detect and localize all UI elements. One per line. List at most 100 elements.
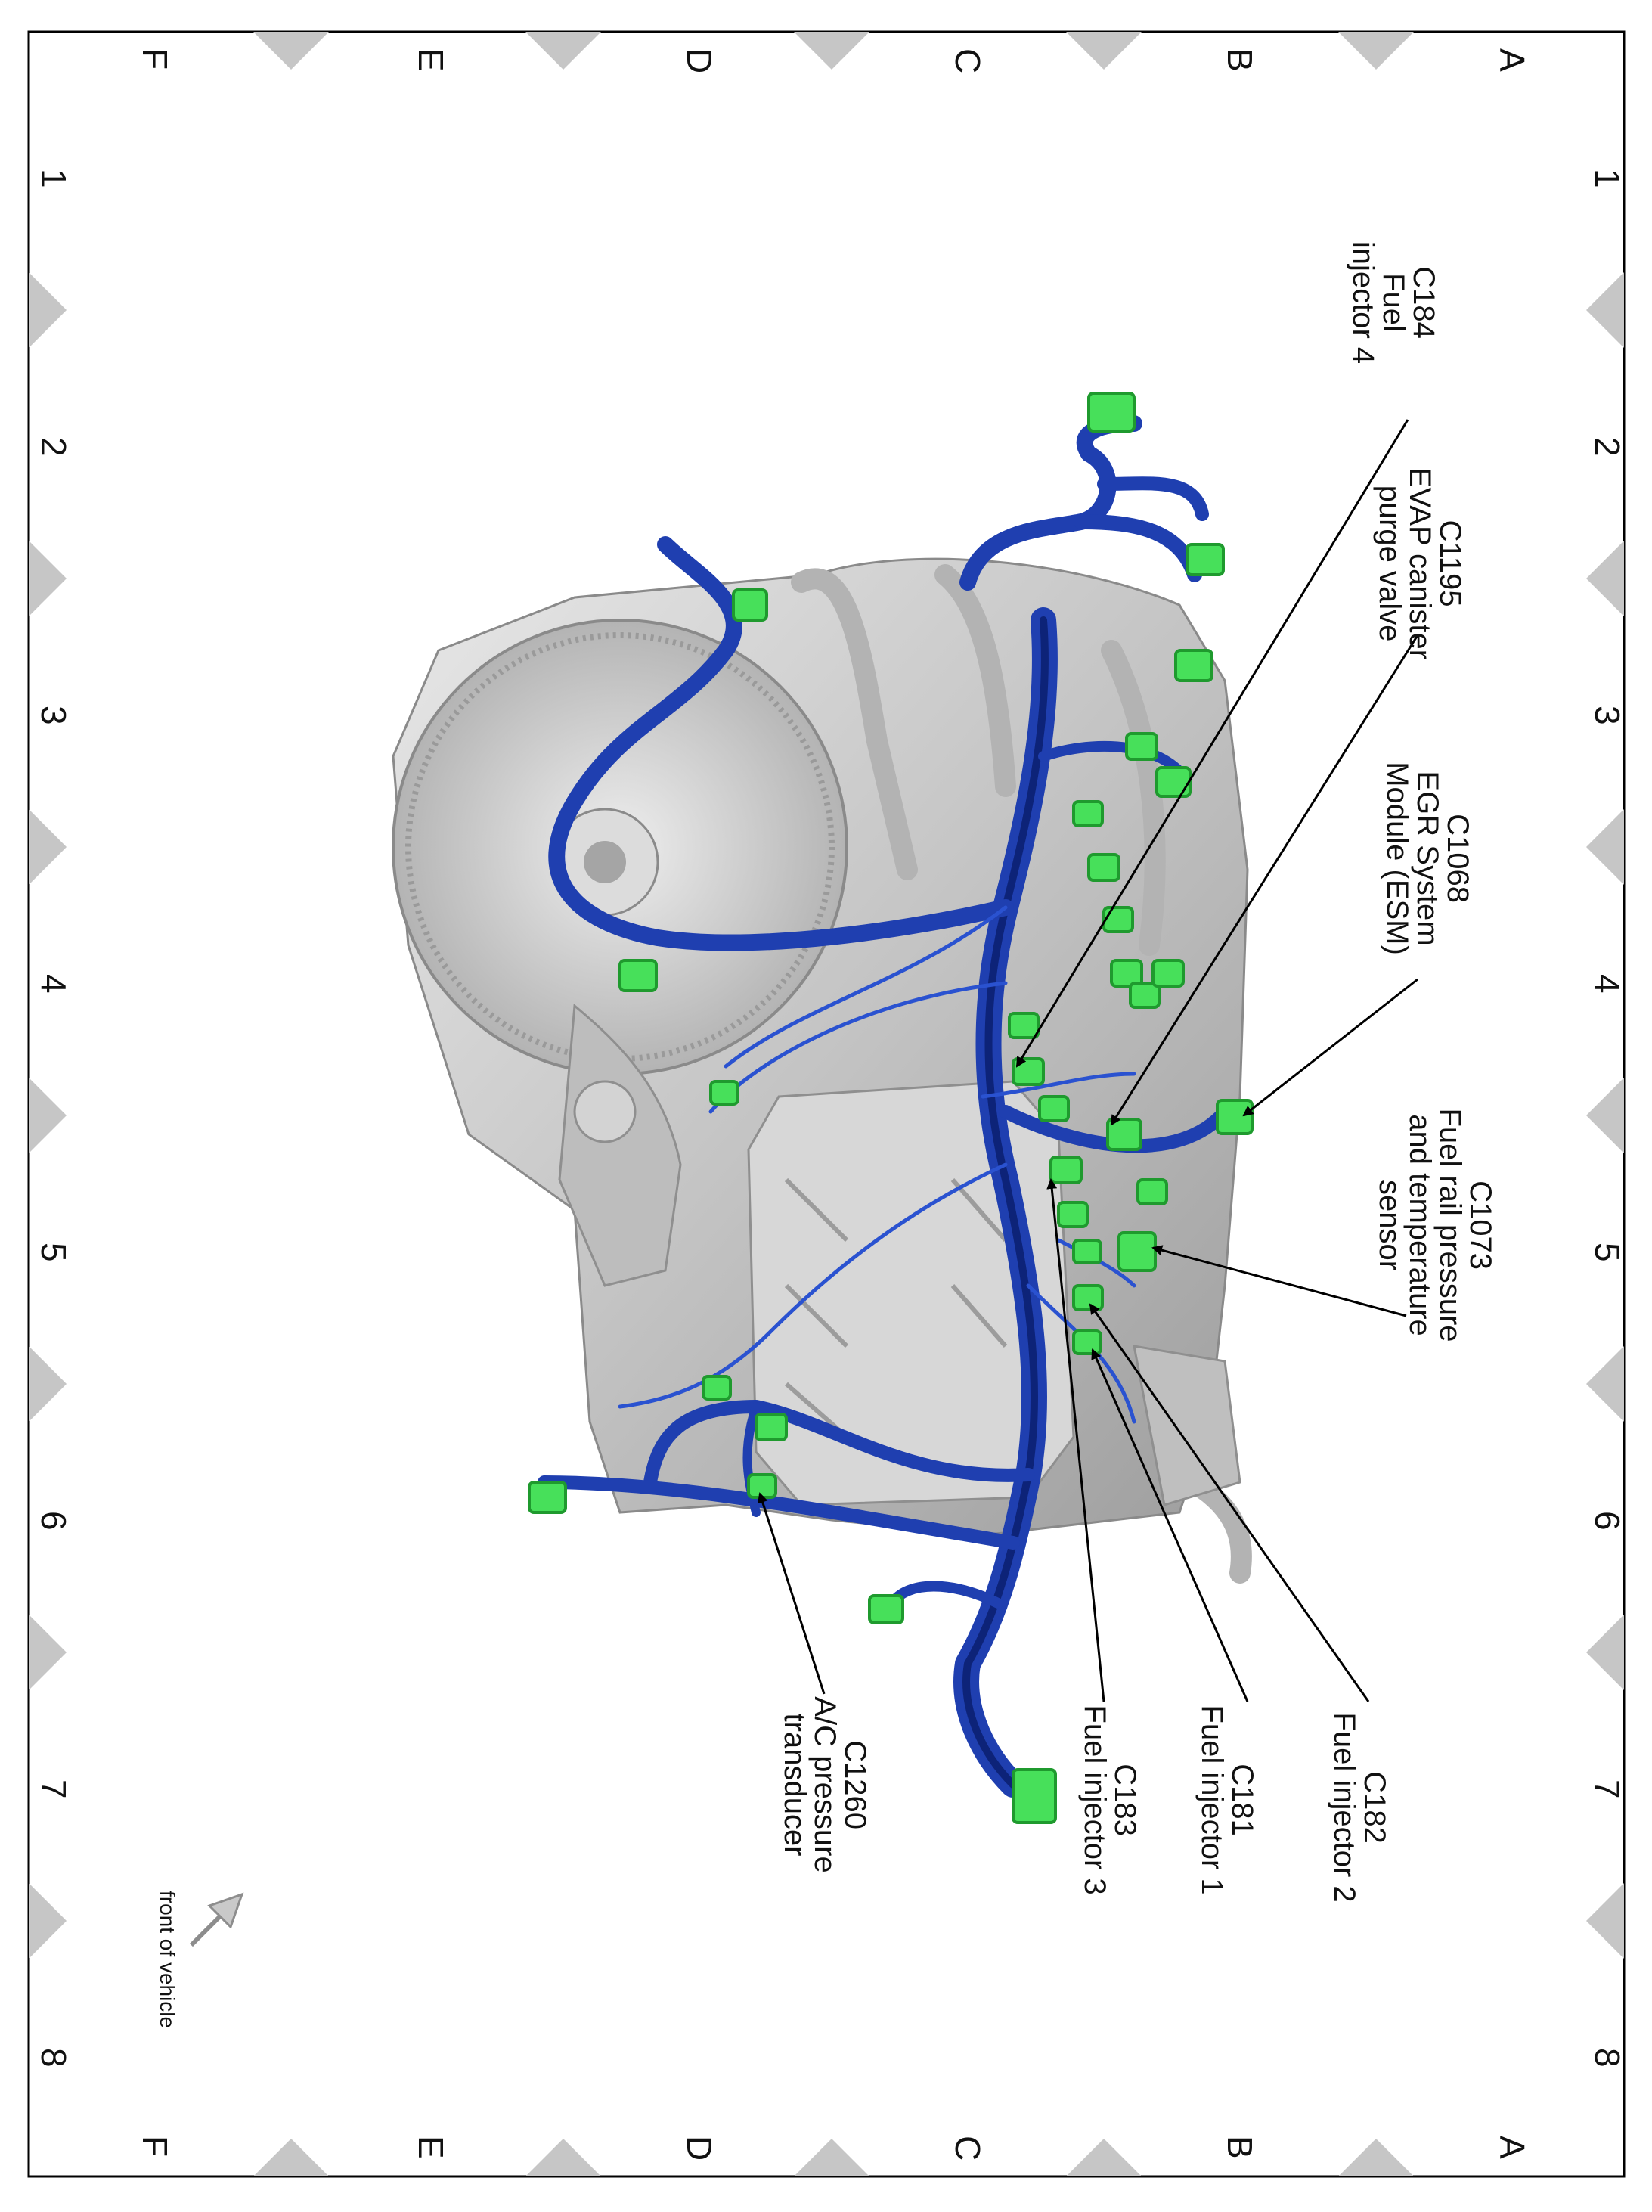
harness-connector [747, 1473, 777, 1499]
grid-col-label: 5 [34, 1243, 73, 1262]
harness-connector [1216, 1099, 1254, 1135]
callout-line: C1073 [1464, 1180, 1497, 1270]
grid-col-label: 3 [1588, 706, 1627, 725]
grid-marker-top [1066, 32, 1142, 70]
harness-connector [709, 1080, 739, 1106]
callout-line: sensor [1373, 1180, 1406, 1270]
grid-marker-left [29, 1883, 67, 1959]
grid-marker-bottom [1338, 2139, 1414, 2176]
callout-line: C181 [1226, 1764, 1259, 1836]
callout-line: Fuel [1377, 273, 1410, 332]
harness-connector [1186, 543, 1225, 576]
grid-marker-left [29, 1078, 67, 1153]
grid-markers [29, 32, 1624, 2176]
grid-marker-top [794, 32, 869, 70]
grid-col-label: 8 [1588, 2048, 1627, 2068]
grid-marker-top [1338, 32, 1414, 70]
grid-row-label: E [411, 48, 451, 72]
harness-connector [1072, 1329, 1102, 1355]
grid-marker-left [29, 1346, 67, 1422]
grid-row-label: D [680, 48, 719, 73]
harness-connector [1106, 1118, 1142, 1151]
harness-connector [1087, 853, 1120, 882]
grid-col-label: 7 [34, 1779, 73, 1799]
grid-col-label: 2 [34, 437, 73, 457]
harness-connector [1155, 766, 1192, 798]
harness-connector [1072, 1284, 1104, 1311]
harness-connector [1117, 1231, 1157, 1272]
leader-c183 [1046, 1178, 1105, 1702]
callout-line: Fuel injector 2 [1328, 1712, 1361, 1902]
grid-marker-bottom [1066, 2139, 1142, 2176]
harness-connector [1110, 959, 1143, 988]
harness-connector [755, 1413, 788, 1441]
grid-col-label: 6 [34, 1511, 73, 1531]
callout-line: injector 4 [1347, 241, 1380, 364]
grid-marker-left [29, 809, 67, 885]
grid-marker-bottom [794, 2139, 869, 2176]
grid-marker-bottom [525, 2139, 601, 2176]
grid-row-label: A [1492, 48, 1532, 72]
grid-marker-left [29, 541, 67, 616]
grid-col-label: 4 [1588, 974, 1627, 994]
grid-marker-right [1586, 809, 1624, 885]
callout-line: C1260 [838, 1740, 872, 1829]
leader-c184 [1015, 419, 1409, 1068]
harness-connector [618, 959, 658, 992]
harness-connector [528, 1481, 567, 1514]
grid-row-label: C [948, 48, 987, 73]
harness-connector [1129, 982, 1161, 1009]
callout-line: EVAP canister [1403, 467, 1437, 659]
grid-marker-left [29, 1615, 67, 1690]
leader-c1260 [757, 1492, 826, 1695]
callout-line: C183 [1108, 1764, 1142, 1836]
callout-line: Module (ESM) [1381, 762, 1414, 955]
harness-connector [1072, 1239, 1102, 1264]
grid-row-label: A [1492, 2136, 1532, 2159]
harness-connector [1102, 906, 1134, 933]
grid-marker-top [253, 32, 329, 70]
harness-connector [868, 1594, 904, 1624]
callout-leaders [757, 419, 1419, 1702]
grid-col-label: 5 [1588, 1243, 1627, 1262]
grid-col-label: 3 [34, 706, 73, 725]
grid-marker-left [29, 272, 67, 348]
grid-row-label: B [1220, 48, 1260, 72]
callout-line: Fuel injector 3 [1078, 1705, 1111, 1894]
callout-line: C184 [1407, 266, 1440, 339]
front-arrow-icon [189, 1892, 244, 1947]
grid-row-label: C [948, 2136, 987, 2161]
harness-connector [702, 1375, 732, 1401]
grid-row-label: D [680, 2136, 719, 2161]
callout-line: C182 [1358, 1771, 1391, 1844]
callout-line: A/C pressure [808, 1696, 841, 1872]
harness-connector [1038, 1095, 1070, 1122]
grid-row-label: E [411, 2136, 451, 2159]
harness-connector [1008, 1012, 1040, 1039]
grid-col-label: 4 [34, 974, 73, 994]
harness-connector [1136, 1178, 1168, 1205]
callout-line: EGR System [1411, 771, 1444, 945]
harness-connector [1087, 392, 1136, 433]
callout-line: C1068 [1441, 814, 1474, 903]
harness-connector [1151, 959, 1185, 988]
harness-connector [1049, 1156, 1083, 1184]
callout-line: transducer [778, 1714, 811, 1857]
callout-line: purge valve [1373, 486, 1406, 642]
callout-line: Fuel injector 1 [1195, 1705, 1229, 1894]
callout-line: C1195 [1433, 520, 1467, 607]
harness-connector [1072, 800, 1104, 827]
front-of-vehicle-indicator: front of vehicle [156, 1891, 244, 2028]
leader-c1195 [1110, 634, 1419, 1126]
grid-marker-right [1586, 272, 1624, 348]
connectors [528, 392, 1254, 1824]
